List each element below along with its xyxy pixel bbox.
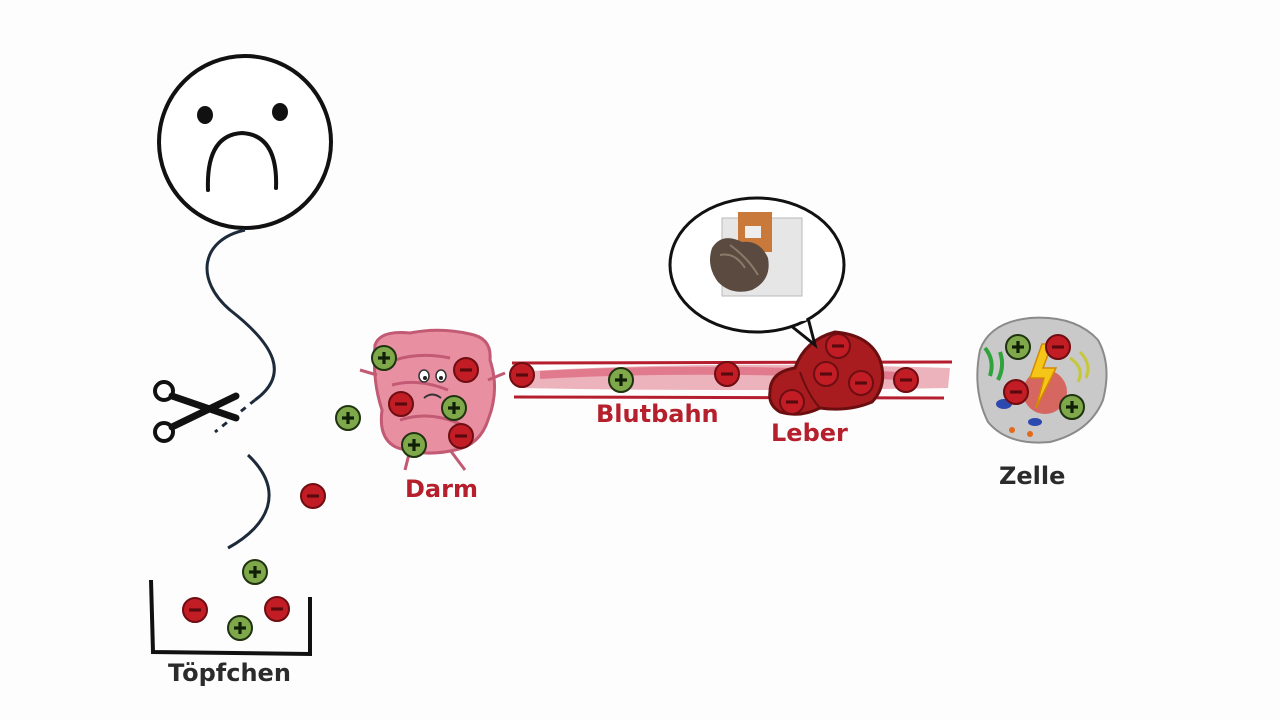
scissors-icon bbox=[153, 380, 240, 443]
string-line-lower bbox=[227, 453, 271, 550]
cell-icon bbox=[976, 316, 1108, 444]
minus-particle-icon bbox=[813, 361, 839, 387]
label-leber: Leber bbox=[771, 419, 848, 447]
falling-minus-particle bbox=[300, 483, 326, 509]
bloodstream-icon bbox=[509, 360, 953, 400]
plus-particle-icon bbox=[371, 345, 397, 371]
intestine-character-icon bbox=[359, 328, 506, 471]
minus-particle-icon bbox=[1003, 379, 1029, 405]
minus-particle-icon bbox=[1045, 334, 1071, 360]
thought-bubble-icon bbox=[668, 196, 846, 349]
minus-particle-icon bbox=[182, 597, 208, 623]
minus-particle-icon bbox=[848, 370, 874, 396]
plus-particle-icon bbox=[242, 559, 268, 585]
minus-particle-icon bbox=[714, 361, 740, 387]
minus-particle-icon bbox=[825, 333, 851, 359]
label-blutbahn: Blutbahn bbox=[596, 400, 719, 428]
potty-icon bbox=[149, 559, 312, 657]
label-zelle: Zelle bbox=[999, 462, 1066, 490]
minus-particle-icon bbox=[509, 362, 535, 388]
minus-particle-icon bbox=[893, 367, 919, 393]
plus-particle-icon bbox=[227, 615, 253, 641]
plus-particle-icon bbox=[401, 432, 427, 458]
plus-particle-icon bbox=[335, 405, 361, 431]
plus-particle-icon bbox=[608, 367, 634, 393]
minus-particle-icon bbox=[264, 596, 290, 622]
plus-particle-icon bbox=[1059, 394, 1085, 420]
minus-particle-icon bbox=[453, 357, 479, 383]
hairy-box-image-icon bbox=[710, 212, 803, 297]
sad-face-icon bbox=[157, 54, 333, 230]
label-darm: Darm bbox=[405, 475, 478, 503]
minus-particle-icon bbox=[779, 389, 805, 415]
liver-icon bbox=[768, 330, 885, 416]
plus-particle-icon bbox=[1005, 334, 1031, 360]
minus-particle-icon bbox=[388, 391, 414, 417]
minus-particle-icon bbox=[448, 423, 474, 449]
label-topfchen: Töpfchen bbox=[168, 659, 291, 687]
string-line bbox=[205, 228, 276, 402]
plus-particle-icon bbox=[441, 395, 467, 421]
